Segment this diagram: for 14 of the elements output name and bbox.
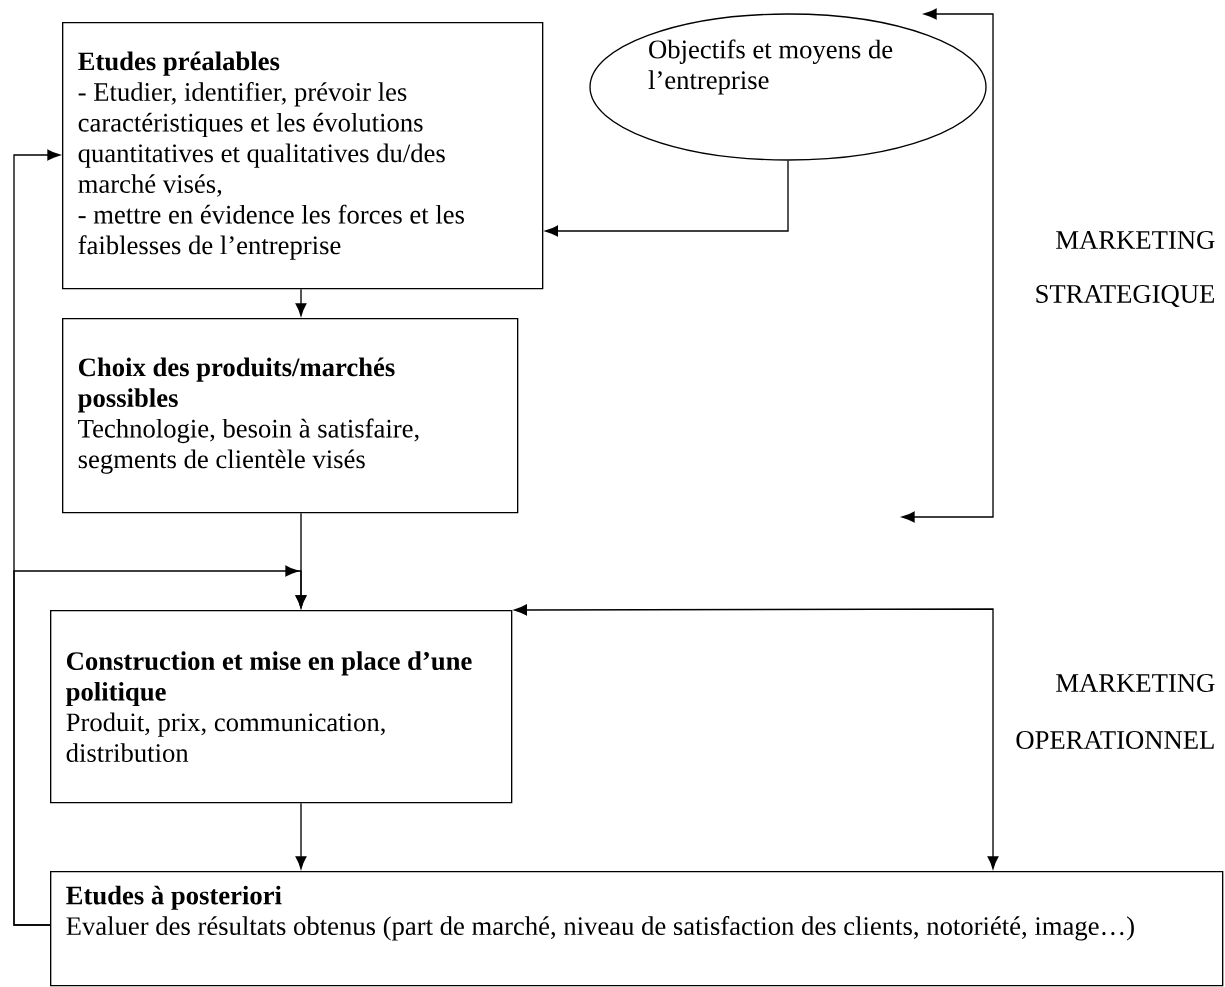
ellipse-node: Objectifs et moyens de l’entreprise <box>589 13 987 161</box>
process-box: Etudes à posteriori Evaluer des résultats obtenus (part de marché, niveau de satisfaction des clients, notoriété, image…) <box>50 871 1224 987</box>
side-label: MARKETING <box>1056 231 1215 249</box>
process-box: Choix des produits/marchés possibles Technologie, besoin à satisfaire, segments de clientèle visés <box>62 318 519 514</box>
side-label: MARKETING <box>1056 674 1215 692</box>
arrow <box>295 802 307 870</box>
process-box: Etudes préalables - Etudier, identifier, prévoir les caractéristiques et les évolutions quantitatives et qualitatives du/des marché visés, - mettre en évidence les forces et les faiblesses de l’entreprise <box>62 22 544 290</box>
arrow <box>545 160 789 237</box>
arrow <box>514 604 999 870</box>
side-label: STRATEGIQUE <box>1036 285 1214 307</box>
arrow <box>295 288 307 317</box>
arrow <box>13 565 307 926</box>
side-label: OPERATIONNEL <box>1016 731 1214 749</box>
process-box: Construction et mise en place d’une politique Produit, prix, communication, distribution <box>50 610 513 804</box>
